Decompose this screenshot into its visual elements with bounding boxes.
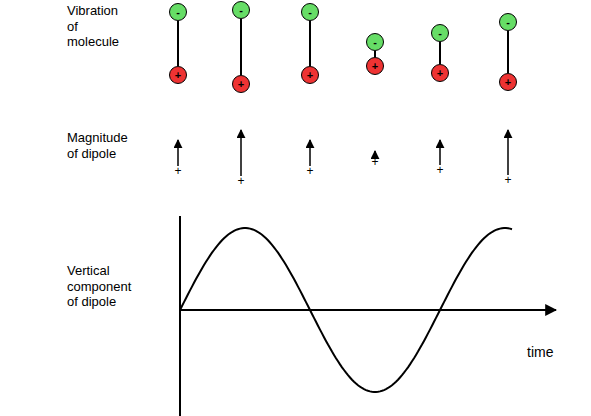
time-axis [180,309,556,311]
positive-charge: + [169,66,187,84]
y-axis [179,216,181,416]
tail-sign: + [174,165,181,177]
charge-sign: - [308,7,312,18]
dipole-arrow [439,140,441,165]
negative-charge: - [499,13,517,31]
dipole-arrows [178,130,508,176]
tail-sign: + [371,156,378,168]
bond-line [507,31,509,73]
dipole-arrow [240,130,242,176]
sine-curve [180,228,512,392]
charge-sign: + [238,79,244,90]
tail-sign: + [306,165,313,177]
positive-charge: + [232,75,250,93]
bond-line [240,19,242,75]
positive-charge: + [431,64,449,82]
dipole-arrow [177,140,179,166]
positive-charge: + [499,73,517,91]
charge-sign: + [505,77,511,88]
row-label: Vibration of molecule [67,3,119,50]
positive-charge: + [366,57,384,75]
row-label: Magnitude of dipole [67,130,128,161]
bond-line [177,21,179,66]
negative-charge: - [232,1,250,19]
tail-sign: + [504,174,511,186]
negative-charge: - [301,3,319,21]
negative-charge: - [431,24,449,42]
negative-charge: - [366,33,384,51]
dipole-arrow [309,140,311,166]
axis-label: time [527,344,553,361]
charge-sign: + [437,68,443,79]
charge-sign: - [506,17,510,28]
charge-sign: - [438,28,442,39]
tail-sign: + [436,164,443,176]
charge-sign: - [373,37,377,48]
charge-sign: - [176,7,180,18]
dipole-arrow [507,130,509,175]
row-label: Vertical component of dipole [67,263,131,310]
charge-sign: + [372,61,378,72]
negative-charge: - [169,3,187,21]
bond-line [309,21,311,66]
positive-charge: + [301,66,319,84]
bond-line [439,42,441,64]
tail-sign: + [237,175,244,187]
charge-sign: + [175,70,181,81]
charge-sign: - [239,5,243,16]
charge-sign: + [307,70,313,81]
